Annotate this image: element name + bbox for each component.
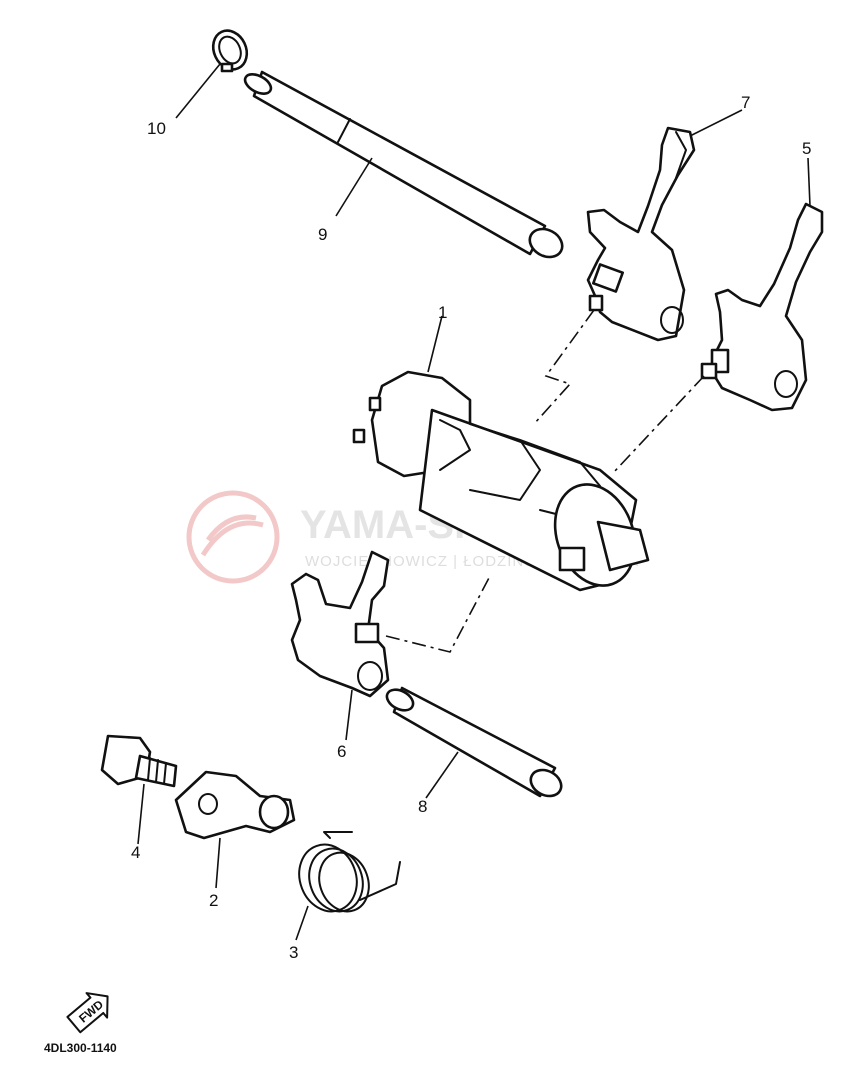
callout-8: 8 [418,797,427,816]
svg-text:FWD: FWD [76,997,106,1026]
part-4-bolt [100,734,178,788]
callout-10: 10 [147,119,166,138]
callout-labels: 1 2 3 4 5 6 7 8 9 10 [131,93,811,962]
fwd-arrow-icon: FWD [66,992,109,1034]
callout-2: 2 [209,891,218,910]
callout-3: 3 [289,943,298,962]
part-5-shift-fork [700,202,824,412]
part-9-shift-fork-shaft [243,70,564,259]
callout-9: 9 [318,225,327,244]
part-2-stopper-lever [174,770,296,840]
part-6-shift-fork [290,550,390,698]
diagram-code: 4DL300-1140 [44,1041,117,1055]
callout-5: 5 [802,139,811,158]
part-1-shift-drum [352,370,650,592]
callout-7: 7 [741,93,750,112]
leader-lines [137,63,811,941]
watermark-logo-icon [186,490,280,584]
part-10-circlip [211,29,249,73]
callout-4: 4 [131,843,140,862]
callout-1: 1 [438,303,447,322]
callout-6: 6 [337,742,346,761]
part-8-shift-fork-shaft [385,686,563,798]
part-7-shift-fork [586,126,696,342]
part-3-torsion-spring [298,831,401,913]
